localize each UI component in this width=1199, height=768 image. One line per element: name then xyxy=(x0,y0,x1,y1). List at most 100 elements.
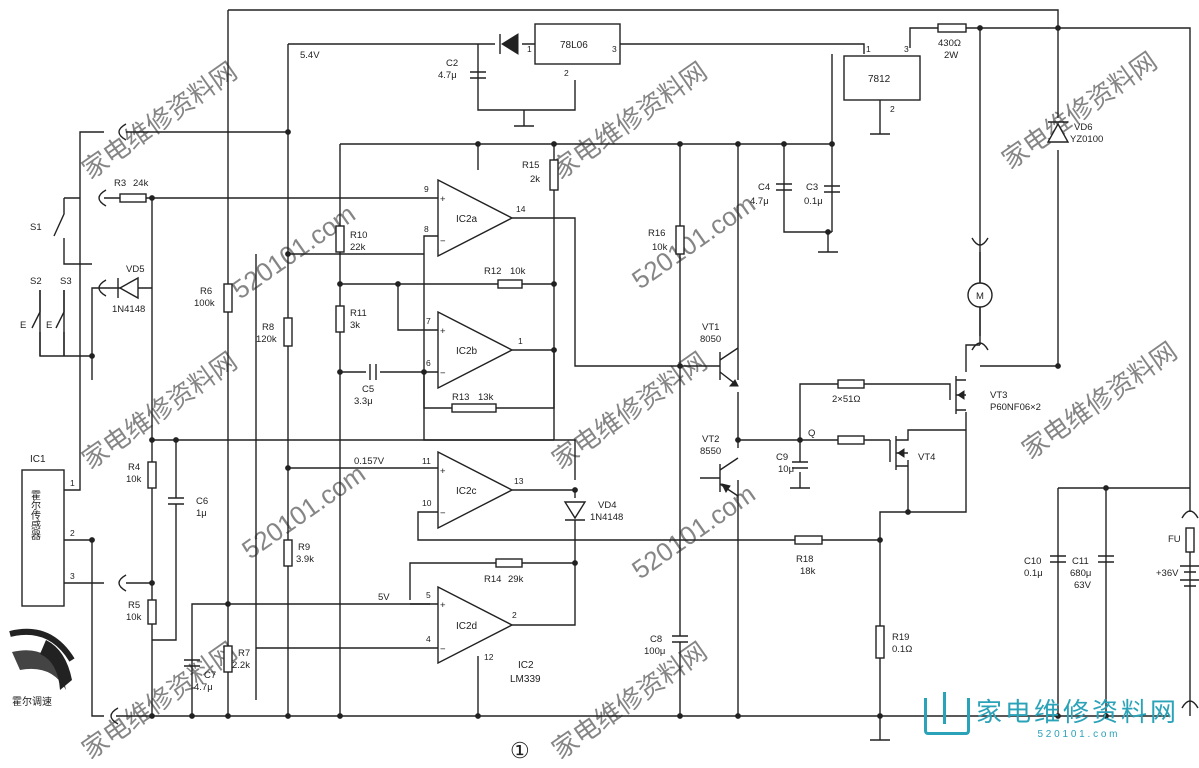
svg-text:3k: 3k xyxy=(350,320,360,331)
svg-text:1μ: 1μ xyxy=(196,508,207,519)
svg-text:R16: R16 xyxy=(648,228,665,239)
svg-text:4: 4 xyxy=(426,634,431,644)
svg-text:+: + xyxy=(440,326,446,337)
svg-text:C2: C2 xyxy=(446,58,458,69)
svg-text:0.1μ: 0.1μ xyxy=(1024,568,1043,579)
comparator-ic2a: + − IC2a 9 8 14 xyxy=(424,178,526,258)
wires xyxy=(39,9,1191,740)
svg-text:78L06: 78L06 xyxy=(560,40,588,51)
connectors xyxy=(98,123,1199,725)
svg-text:R10: R10 xyxy=(350,230,367,241)
svg-text:C7: C7 xyxy=(204,670,216,681)
svg-text:−: − xyxy=(440,236,446,247)
diode-vd5: VD5 1N4148 xyxy=(104,264,152,315)
svg-text:IC1: IC1 xyxy=(30,454,46,465)
transistor-vt2: VT2 8550 xyxy=(700,434,739,497)
resistor-r19 xyxy=(875,625,885,659)
svg-text:VD4: VD4 xyxy=(598,500,616,511)
resistor-r15 xyxy=(549,159,559,191)
svg-text:R14: R14 xyxy=(484,574,501,585)
resistor-r6 xyxy=(223,283,233,313)
capacitor-c7: C7 4.7μ xyxy=(184,659,216,693)
svg-text:8050: 8050 xyxy=(700,334,721,345)
capacitor-c4: C4 4.7μ xyxy=(750,182,792,207)
svg-text:R18: R18 xyxy=(796,554,813,565)
svg-text:R15: R15 xyxy=(522,160,539,171)
plug-connector xyxy=(110,707,119,725)
svg-text:1N4148: 1N4148 xyxy=(112,304,145,315)
comparator-ic2b: + − IC2b 7 6 1 xyxy=(426,310,523,390)
resistor-r18 xyxy=(794,535,823,545)
svg-text:P60NF06×2: P60NF06×2 xyxy=(990,402,1041,413)
svg-text:5: 5 xyxy=(426,590,431,600)
resistor-r5 xyxy=(147,599,157,625)
svg-text:2: 2 xyxy=(70,528,75,538)
svg-text:C9: C9 xyxy=(776,452,788,463)
svg-text:10μ: 10μ xyxy=(778,464,794,475)
resistor-r10 xyxy=(335,225,345,253)
svg-text:+36V: +36V xyxy=(1156,568,1179,579)
battery: +36V xyxy=(1156,565,1199,587)
diode-78l06 xyxy=(499,33,519,55)
svg-text:8: 8 xyxy=(424,224,429,234)
svg-text:S2: S2 xyxy=(30,276,42,287)
resistor-r3 xyxy=(119,193,147,203)
watermark-text: 家电维修资料网 xyxy=(546,56,712,185)
fuse-fu: FU xyxy=(1168,527,1195,553)
svg-text:C11: C11 xyxy=(1072,556,1089,567)
svg-text:C3: C3 xyxy=(806,182,818,193)
svg-text:12: 12 xyxy=(484,652,494,662)
svg-text:FU: FU xyxy=(1168,534,1181,545)
plug-connector xyxy=(971,237,989,246)
svg-text:2k: 2k xyxy=(530,174,540,185)
svg-text:1N4148: 1N4148 xyxy=(590,512,623,523)
brand-book-icon xyxy=(923,691,970,735)
brand-url: 5 2 0 1 0 1 . c o m xyxy=(1037,729,1118,740)
svg-text:YZ0100: YZ0100 xyxy=(1070,134,1103,145)
resistor-gate-lower xyxy=(837,435,865,445)
svg-text:22k: 22k xyxy=(350,242,366,253)
svg-text:−: − xyxy=(440,644,446,655)
capacitor-c6: C6 1μ xyxy=(168,496,208,519)
svg-text:S3: S3 xyxy=(60,276,72,287)
transistor-vt3: VT3 P60NF06×2 xyxy=(940,376,1041,414)
svg-text:3.3μ: 3.3μ xyxy=(354,396,373,407)
motor-m: M xyxy=(967,252,993,336)
svg-text:2×51Ω: 2×51Ω xyxy=(832,394,861,405)
svg-text:S1: S1 xyxy=(30,222,42,233)
svg-text:10k: 10k xyxy=(126,474,142,485)
svg-text:R19: R19 xyxy=(892,632,909,643)
watermark-text: 520101.com xyxy=(626,478,760,585)
label-node-q: Q xyxy=(808,428,815,439)
capacitor-c2: C2 4.7μ xyxy=(438,58,486,81)
svg-text:100k: 100k xyxy=(194,298,215,309)
watermark-text: 家电维修资料网 xyxy=(76,56,242,185)
svg-text:13k: 13k xyxy=(478,392,494,403)
hall-sensor-ic1: IC1 霍尔传感器 1 2 3 xyxy=(21,454,75,607)
svg-text:1: 1 xyxy=(866,44,871,54)
svg-text:E: E xyxy=(20,320,26,331)
svg-text:1: 1 xyxy=(527,44,532,54)
resistor-r12 xyxy=(497,279,523,289)
svg-text:6: 6 xyxy=(426,358,431,368)
svg-text:R13: R13 xyxy=(452,392,469,403)
regulator-7812: 7812 1 3 2 xyxy=(843,44,921,114)
svg-text:10k: 10k xyxy=(126,612,142,623)
svg-text:IC2b: IC2b xyxy=(456,346,478,357)
svg-text:63V: 63V xyxy=(1074,580,1092,591)
svg-text:29k: 29k xyxy=(508,574,524,585)
svg-text:2: 2 xyxy=(512,610,517,620)
watermark-text: 家电维修资料网 xyxy=(76,346,242,475)
brand-name: 家电维修资料网 xyxy=(975,698,1179,728)
resistor-430 xyxy=(937,23,967,33)
switch-s3 xyxy=(55,290,65,356)
plug-connector xyxy=(971,342,989,351)
svg-text:120k: 120k xyxy=(256,334,277,345)
svg-text:VT1: VT1 xyxy=(702,322,719,333)
comparator-ic2c: + − IC2c 11 10 13 xyxy=(422,450,524,530)
svg-text:+: + xyxy=(440,600,446,611)
transistor-vt4: VT4 xyxy=(889,429,966,470)
regulator-78l06: 78L06 1 3 2 xyxy=(527,23,621,78)
comparator-ic2d: + − IC2d 5 4 2 12 xyxy=(410,585,517,668)
